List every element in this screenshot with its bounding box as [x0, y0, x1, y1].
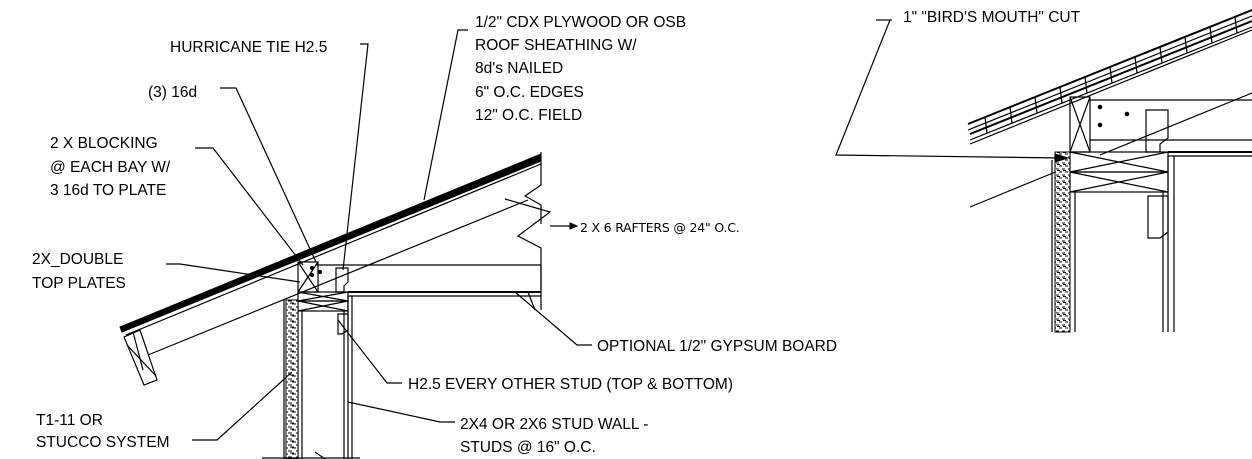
label-gypsum: OPTIONAL 1/2" GYPSUM BOARD [597, 338, 837, 355]
svg-text:3 16d TO PLATE: 3 16d TO PLATE [50, 182, 166, 199]
label-hurricane-tie: HURRICANE TIE H2.5 [170, 39, 327, 56]
leader-stud-wall [347, 401, 455, 423]
leader-top-plates [166, 263, 301, 283]
leader-hurricane-tie [342, 43, 369, 271]
svg-text:8d's NAILED: 8d's NAILED [475, 60, 563, 77]
rafter-bottom-line [147, 199, 529, 356]
hurricane-tie-right [1145, 109, 1169, 153]
svg-text:@ EACH BAY W/: @ EACH BAY W/ [50, 159, 171, 176]
label-siding: T1-11 OR STUCCO SYSTEM [36, 412, 169, 451]
label-h25: H2.5 EVERY OTHER STUD (TOP & BOTTOM) [408, 376, 733, 393]
stucco-siding-right [1054, 151, 1071, 333]
leader-blocking [195, 147, 304, 266]
label-stud-wall: 2X4 OR 2X6 STUD WALL - STUDS @ 16" O.C. [460, 416, 648, 456]
label-nails: (3) 16d [148, 84, 197, 101]
svg-text:6" O.C. EDGES: 6" O.C. EDGES [475, 84, 584, 101]
svg-text:1/2" CDX PLYWOOD OR OSB: 1/2" CDX PLYWOOD OR OSB [475, 14, 686, 31]
label-top-plates: 2X_DOUBLE TOP PLATES [32, 251, 126, 292]
leader-h25 [337, 319, 402, 384]
leader-sheathing [423, 29, 468, 201]
label-sheathing: 1/2" CDX PLYWOOD OR OSB ROOF SHEATHING W… [475, 14, 686, 124]
label-birds-mouth: 1" "BIRD'S MOUTH" CUT [903, 9, 1081, 26]
svg-text:T1-11 OR: T1-11 OR [36, 412, 103, 429]
shingle-ticks [984, 16, 1238, 134]
svg-text:2 X BLOCKING: 2 X BLOCKING [50, 135, 158, 152]
hurricane-tie [335, 267, 349, 293]
roof-sheathing [119, 153, 542, 333]
rafter-top-line [125, 163, 542, 336]
stucco-siding [285, 299, 299, 459]
svg-text:2X4 OR 2X6 STUD WALL -: 2X4 OR 2X6 STUD WALL - [460, 416, 648, 433]
svg-text:STUDS @ 16" O.C.: STUDS @ 16" O.C. [460, 439, 596, 456]
stud-tie [337, 313, 349, 335]
leader-siding [192, 371, 293, 441]
rafter-bottom-right [969, 165, 1071, 208]
stud-tie-right [1147, 195, 1169, 239]
leader-gypsum [514, 291, 592, 346]
rafter-break-line [523, 152, 542, 224]
svg-text:2X_DOUBLE: 2X_DOUBLE [32, 251, 123, 268]
rafter-tail [123, 329, 158, 386]
svg-text:ROOF SHEATHING W/: ROOF SHEATHING W/ [475, 37, 637, 54]
svg-text:STUCCO SYSTEM: STUCCO SYSTEM [36, 434, 169, 451]
svg-text:TOP PLATES: TOP PLATES [32, 275, 126, 292]
rafter-top-right [969, 29, 1252, 145]
svg-text:12" O.C. FIELD: 12" O.C. FIELD [475, 107, 582, 124]
leader-birds-mouth [835, 19, 1063, 159]
leader-nails [220, 87, 317, 263]
right-detail: 1" "BIRD'S MOUTH" CUT [835, 9, 1252, 333]
label-blocking: 2 X BLOCKING @ EACH BAY W/ 3 16d TO PLAT… [50, 135, 171, 199]
left-detail: 1/2" CDX PLYWOOD OR OSB ROOF SHEATHING W… [32, 14, 837, 459]
label-rafters: 2 X 6 RAFTERS @ 24" O.C. [580, 220, 740, 235]
